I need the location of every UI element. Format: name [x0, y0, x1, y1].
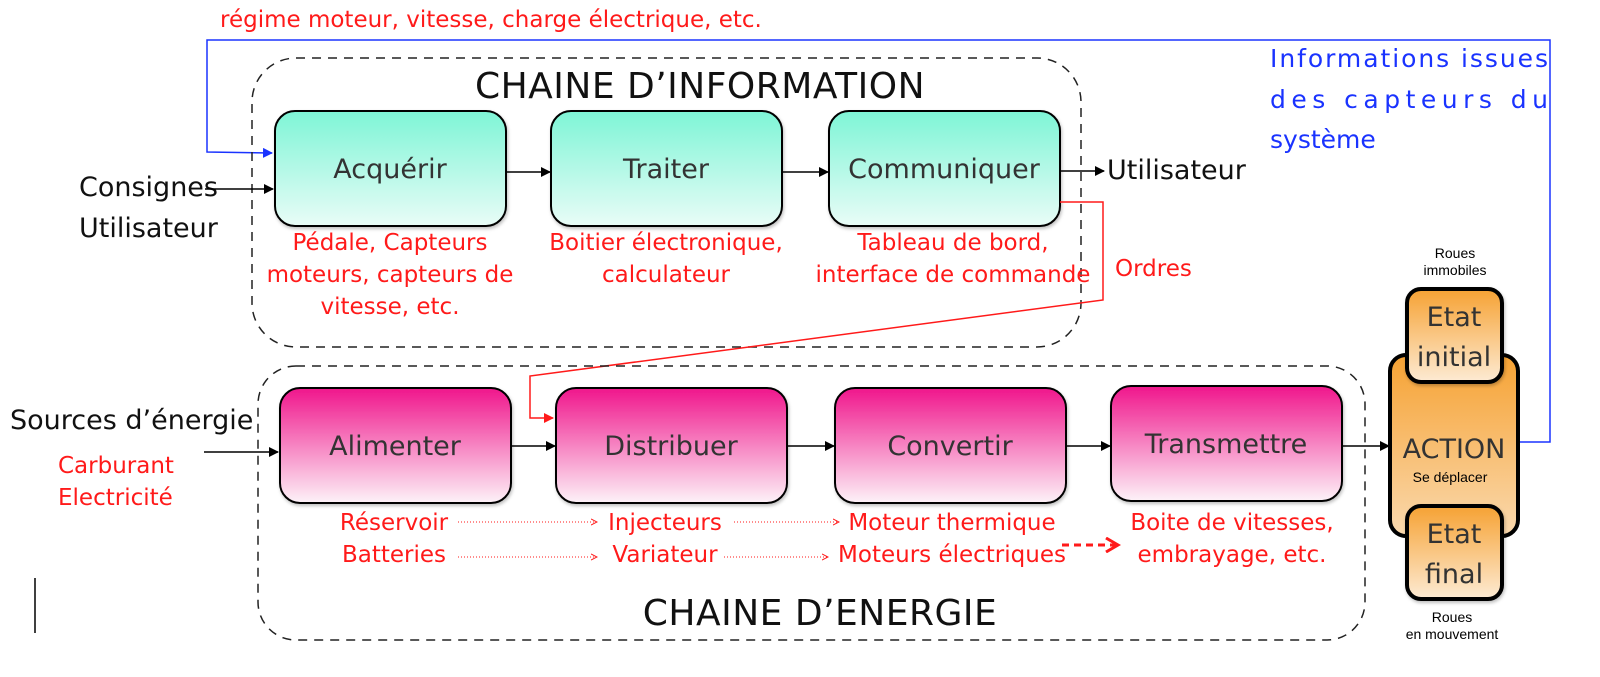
- traiter-example-1: Boitier électronique,: [549, 230, 783, 256]
- acquerir-example-3: vitesse, etc.: [320, 294, 459, 320]
- sensor-info-line-1: Informations issues: [1270, 44, 1548, 73]
- final-state-line-2: final: [1425, 559, 1483, 590]
- block-acquerir: Acquérir: [274, 110, 507, 227]
- block-communiquer-label: Communiquer: [848, 154, 1041, 185]
- top-note: régime moteur, vitesse, charge électriqu…: [220, 7, 762, 33]
- energy-chain-container: [257, 365, 1366, 641]
- transmit-example-2: embrayage, etc.: [1138, 542, 1327, 568]
- info-chain-container: [251, 57, 1082, 348]
- initial-state-line-2: initial: [1417, 342, 1491, 373]
- action-label: ACTION: [1403, 434, 1506, 465]
- orders-label: Ordres: [1115, 256, 1192, 282]
- user-input-line-1: Consignes: [79, 172, 218, 203]
- energy-source-electricity: Electricité: [58, 485, 173, 511]
- row2-moteurs-electriques: Moteurs électriques: [838, 542, 1066, 568]
- communiquer-example-1: Tableau de bord,: [856, 230, 1048, 256]
- row2-variateur: Variateur: [612, 542, 718, 568]
- communiquer-example-2: interface de commande: [816, 262, 1091, 288]
- block-alimenter: Alimenter: [279, 387, 512, 504]
- sensor-info-line-2: des capteurs du: [1270, 85, 1548, 114]
- initial-state-line-1: Etat: [1427, 302, 1482, 333]
- block-transmettre: Transmettre: [1110, 385, 1343, 502]
- info-chain-title: CHAINE D’INFORMATION: [475, 66, 925, 107]
- user-output-label: Utilisateur: [1107, 155, 1247, 186]
- energy-chain-title: CHAINE D’ENERGIE: [643, 593, 997, 634]
- energy-sources-label: Sources d’énergie: [10, 405, 253, 436]
- acquerir-example-2: moteurs, capteurs de: [267, 262, 514, 288]
- block-traiter-label: Traiter: [622, 154, 710, 185]
- block-convertir: Convertir: [834, 387, 1067, 504]
- traiter-example-2: calculateur: [602, 262, 731, 288]
- block-convertir-label: Convertir: [887, 431, 1013, 462]
- row1-injecteurs: Injecteurs: [608, 510, 722, 536]
- row1-reservoir: Réservoir: [340, 510, 449, 536]
- final-state-block: Etat final: [1405, 504, 1504, 601]
- block-distribuer: Distribuer: [555, 387, 788, 504]
- transmit-example-1: Boite de vitesses,: [1130, 510, 1333, 536]
- block-traiter: Traiter: [550, 110, 783, 227]
- final-state-line-1: Etat: [1427, 519, 1482, 550]
- acquerir-example-1: Pédale, Capteurs: [293, 230, 488, 256]
- orders-arrow: [529, 201, 1104, 423]
- action-sublabel: Se déplacer: [1413, 469, 1488, 485]
- block-distribuer-label: Distribuer: [604, 431, 738, 462]
- sensor-info-line-3: système: [1270, 125, 1376, 154]
- feedback-arrow: [206, 39, 1551, 443]
- row1-moteur-thermique: Moteur thermique: [848, 510, 1055, 536]
- row2-batteries: Batteries: [342, 542, 446, 568]
- block-communiquer: Communiquer: [828, 110, 1061, 227]
- final-caption-line-2: en mouvement: [1406, 626, 1499, 642]
- user-input-line-2: Utilisateur: [79, 213, 219, 244]
- block-acquerir-label: Acquérir: [333, 154, 447, 185]
- block-alimenter-label: Alimenter: [329, 431, 462, 462]
- energy-source-fuel: Carburant: [58, 453, 174, 479]
- initial-caption-line-2: immobiles: [1423, 262, 1486, 278]
- final-caption-line-1: Roues: [1432, 609, 1472, 625]
- block-transmettre-label: Transmettre: [1144, 429, 1308, 460]
- initial-state-block: Etat initial: [1405, 287, 1504, 384]
- initial-caption-line-1: Roues: [1435, 245, 1475, 261]
